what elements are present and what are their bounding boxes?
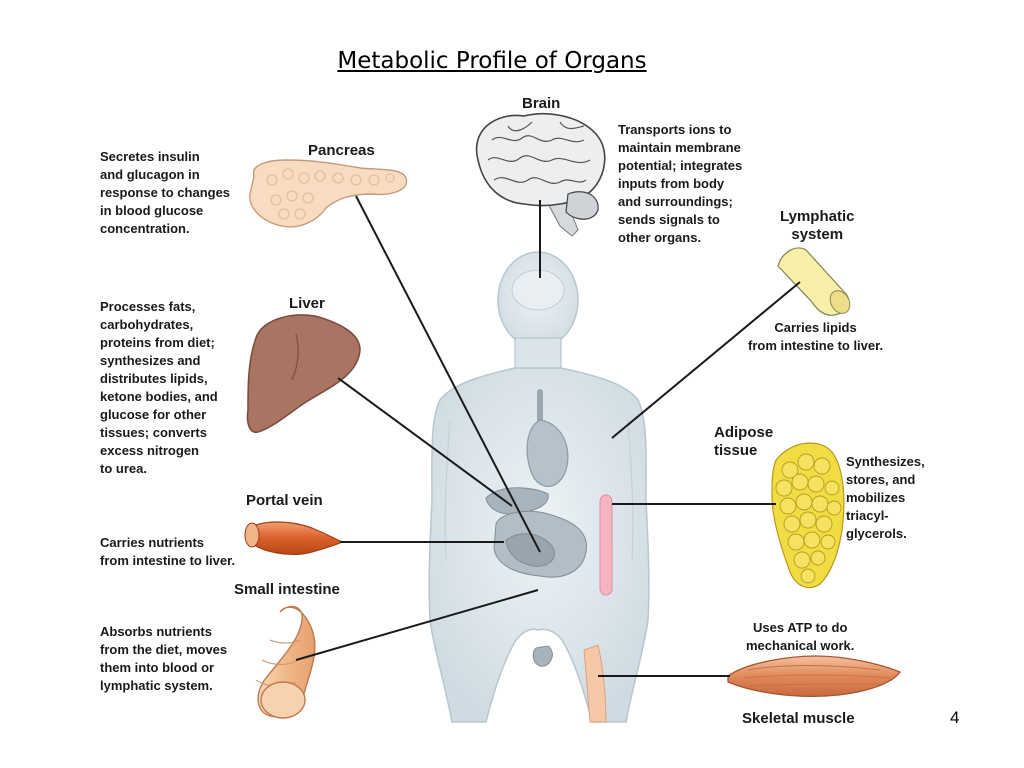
skeletal-muscle-label: Skeletal muscle: [742, 710, 855, 727]
lymphatic-description: Carries lipids from intestine to liver.: [748, 320, 884, 353]
pancreas-texture: [266, 168, 395, 220]
brain-description: Transports ions to maintain membrane pot…: [618, 122, 743, 245]
lymphatic-label: Lymphatic system: [780, 208, 855, 243]
small-intestine-description: Absorbs nutrients from the diet, moves t…: [100, 624, 228, 693]
adipose-illustration: [771, 442, 845, 589]
body-adipose-strip: [599, 494, 613, 596]
brain-illustration: [475, 113, 606, 237]
human-body-figure: [428, 251, 650, 723]
portal-vein-description: Carries nutrients from intestine to live…: [100, 535, 236, 568]
body-right-arm-line: [627, 419, 634, 561]
lymphatic-illustration: [777, 247, 851, 316]
page-number: 4: [950, 708, 960, 727]
brain-cerebrum: [475, 113, 606, 207]
skeletal-muscle-fibers: [743, 665, 891, 687]
adipose-cells: [775, 453, 842, 584]
lymphatic-opening: [829, 290, 851, 314]
body-internal-liver: [485, 487, 549, 515]
small-intestine-opening: [260, 681, 306, 719]
brain-folds: [487, 121, 591, 184]
leader-lymphatic: [611, 281, 801, 439]
body-thigh-muscle: [583, 644, 607, 723]
liver-description: Processes fats, carbohydrates, proteins …: [100, 299, 218, 476]
pancreas-label: Pancreas: [308, 142, 375, 159]
body-inner-brain: [511, 269, 565, 311]
leader-lines: [295, 195, 801, 677]
skeletal-muscle-description: Uses ATP to do mechanical work.: [746, 620, 855, 653]
body-neck: [514, 337, 562, 373]
brain-label: Brain: [522, 95, 561, 112]
page-title: Metabolic Profile of Organs: [337, 48, 647, 74]
portal-vein-opening: [244, 522, 260, 548]
pancreas-description: Secretes insulin and glucagon in respons…: [100, 149, 231, 236]
liver-shape: [246, 314, 361, 434]
liver-illustration: [246, 314, 361, 434]
portal-vein-illustration: [244, 521, 344, 555]
pancreas-shape: [249, 159, 408, 228]
leader-small-intestine: [295, 589, 539, 661]
leader-liver: [337, 377, 513, 507]
adipose-label: Adipose tissue: [714, 424, 774, 459]
portal-vein-shape: [249, 521, 344, 555]
skeletal-muscle-shape: [727, 655, 902, 698]
small-intestine-illustration: [255, 605, 316, 719]
portal-vein-label: Portal vein: [246, 492, 323, 509]
brain-cerebellum: [565, 191, 599, 220]
adipose-description: Synthesizes, stores, and mobilizes triac…: [846, 454, 925, 541]
liver-label: Liver: [289, 295, 325, 312]
skeletal-muscle-illustration: [727, 655, 902, 698]
body-bladder: [532, 645, 553, 667]
pancreas-illustration: [249, 159, 408, 228]
body-heart: [526, 419, 569, 487]
leader-pancreas: [355, 195, 541, 553]
liver-fissure: [291, 333, 299, 381]
body-left-arm-line: [444, 419, 451, 561]
small-intestine-label: Small intestine: [234, 581, 340, 598]
